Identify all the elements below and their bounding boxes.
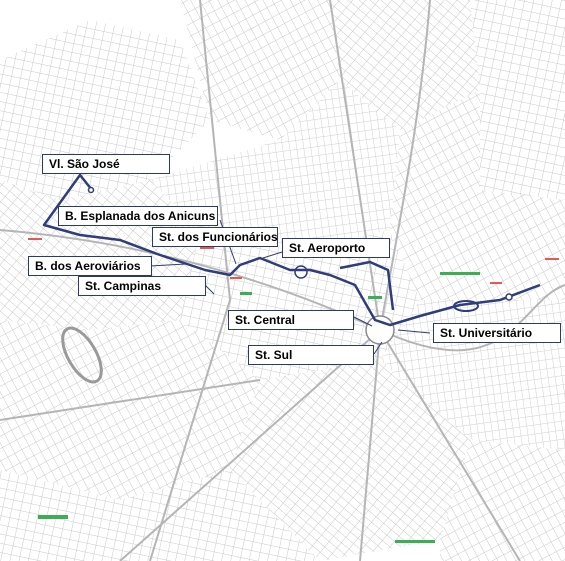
racetrack	[61, 326, 103, 384]
parks	[38, 272, 480, 543]
label-esplanada-anicuns: B. Esplanada dos Anicuns	[58, 206, 218, 226]
label-st-campinas: St. Campinas	[78, 276, 206, 296]
roundabout-central	[365, 315, 395, 345]
label-st-aeroporto: St. Aeroporto	[282, 238, 390, 258]
label-st-funcionarios: St. dos Funcionários	[152, 227, 278, 247]
roundabout-aeroporto	[294, 265, 308, 279]
label-st-sul: St. Sul	[248, 345, 374, 365]
route-stop-marker	[505, 293, 513, 301]
label-st-universitario: St. Universitário	[433, 323, 561, 343]
label-st-central: St. Central	[228, 310, 354, 330]
label-vl-sao-jose: Vl. São José	[42, 154, 170, 174]
label-b-aeroviarios: B. dos Aeroviários	[28, 256, 152, 276]
poi-markers	[28, 238, 559, 284]
route-stop-marker	[87, 186, 95, 194]
bus-route-line	[42, 173, 541, 327]
route-loop-universitario	[453, 300, 479, 312]
